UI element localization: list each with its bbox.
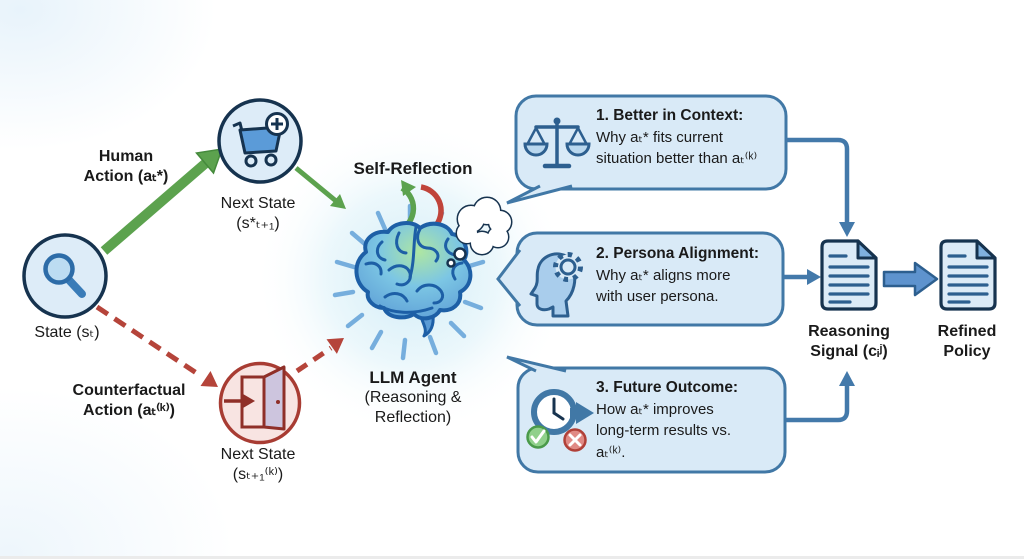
llm-agent-label: LLM Agent (Reasoning & Reflection) [364,368,462,426]
doc-to-doc-arrow [882,261,939,297]
reasoning-signal-label: Reasoning Signal (cᵢʲ) [808,323,890,360]
callout-better-in-context: 1. Better in Context: Why aₜ* fits curre… [596,107,758,167]
next-state-cf-node [218,361,302,445]
head-gear-icon [529,252,583,318]
reasoning-signal-doc-icon [820,239,878,311]
callout-persona-alignment: 2. Persona Alignment: Why aₜ* aligns mor… [596,245,760,305]
refined-policy-label: Refined Policy [937,323,997,360]
bottom-edge-strip [0,556,1024,559]
counterfactual-to-agent-arrow [295,338,344,374]
state-label: State (sₜ) [34,324,100,341]
self-reflection-label: Self-Reflection [353,159,473,178]
scales-icon [523,117,591,169]
cart-icon [232,112,289,168]
connector-arrows [784,137,855,423]
door-icon [224,365,286,431]
next-state-cf-label: Next State (sₜ₊₁⁽ᵏ⁾) [220,446,296,483]
counterfactual-action-label: Counterfactual Action (aₜ⁽ᵏ⁾) [72,382,186,419]
next-state-good-label: Next State (s*ₜ₊₁) [220,195,296,232]
clock-arrow-icon [526,389,594,452]
thought-bubble-icon [446,196,513,268]
next-state-to-agent-arrow [294,166,346,209]
human-action-label: Human Action (aₜ*) [83,148,169,185]
callout2-tail [496,249,522,307]
human-action-arrow [100,148,224,255]
brain-icon [354,221,473,338]
state-node [22,233,108,319]
next-state-good-node [217,98,303,184]
magnifier-icon [43,253,86,298]
callout-future-outcome: 3. Future Outcome: How aₜ* improves long… [596,379,739,461]
callout3-tail [506,355,567,373]
counterfactual-arrow [95,304,218,387]
refined-policy-doc-icon [939,239,997,311]
callout1-tail [506,184,573,205]
